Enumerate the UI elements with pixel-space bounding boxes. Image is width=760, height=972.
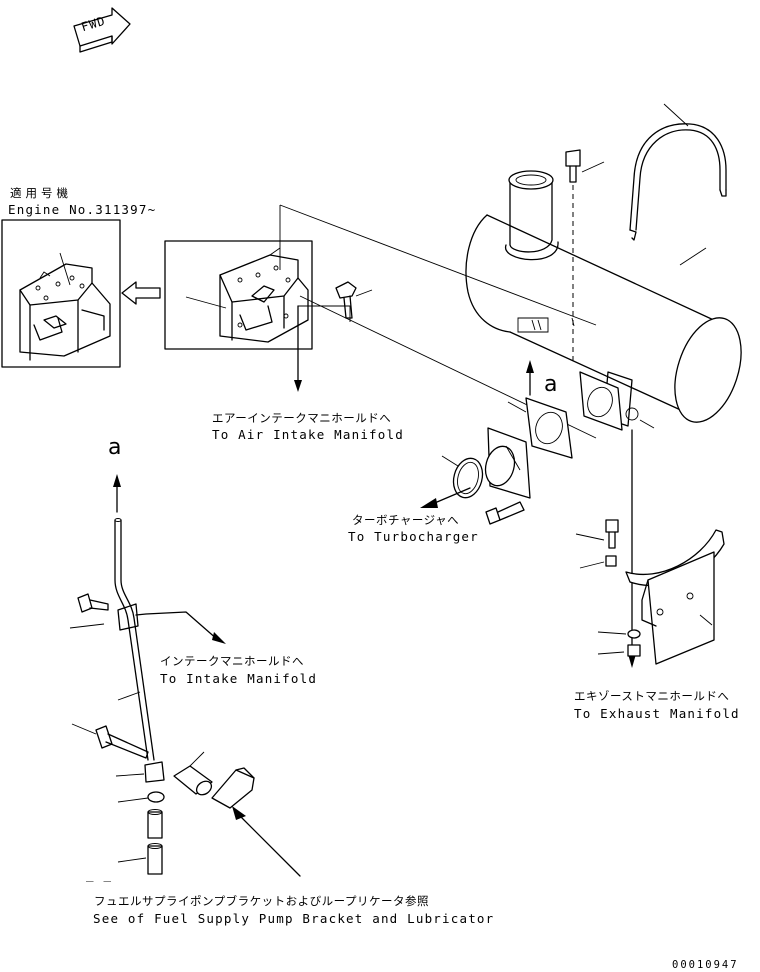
hose-pieces [173, 751, 255, 809]
fuel-pump-label-jp: フュエルサプライポンプブラケットおよびループリケータ参照 [94, 894, 429, 908]
top-bolt [565, 149, 605, 183]
tube-clip-bolt [69, 593, 109, 629]
flange-bolt [485, 501, 525, 525]
muffler [465, 170, 742, 427]
bracket-bolt [335, 281, 373, 319]
exhaust-label-jp: エキゾーストマニホールドへ [574, 689, 730, 703]
long-bolt [71, 723, 149, 759]
breather-tube [113, 474, 226, 761]
intake-label-jp: インテークマニホールドへ [160, 654, 304, 668]
turbo-label-jp: ターボチャージャへ [352, 513, 460, 527]
replacement-arrow-icon [121, 281, 161, 305]
turbo-label-en: To Turbocharger [348, 529, 479, 544]
muffler-support [625, 429, 725, 668]
intake-label-en: To Intake Manifold [160, 671, 318, 686]
exhaust-label-en: To Exhaust Manifold [574, 706, 740, 721]
serial-note-jp: 適用号機 [10, 186, 72, 200]
view-mark-a-mid: a [544, 372, 558, 397]
u-bolt [629, 103, 727, 241]
fuel-pump-label-en: See of Fuel Supply Pump Bracket and Lubr… [93, 911, 495, 926]
serial-note-en: Engine No.311397~ [8, 202, 157, 217]
view-mark-a-top: a [108, 435, 122, 460]
air-intake-label-jp: エアーインテークマニホールドへ [212, 411, 392, 425]
dash-mark: _ _ [86, 867, 113, 882]
drawing-number: 00010947 [672, 959, 739, 971]
tube-fittings [115, 761, 165, 875]
fwd-arrow-icon [73, 7, 131, 53]
bracket-assembly [164, 240, 313, 350]
support-bolts [575, 519, 641, 657]
air-intake-label-en: To Air Intake Manifold [212, 427, 404, 442]
new-bracket-inset [1, 219, 121, 368]
flange-and-gaskets [441, 371, 655, 499]
